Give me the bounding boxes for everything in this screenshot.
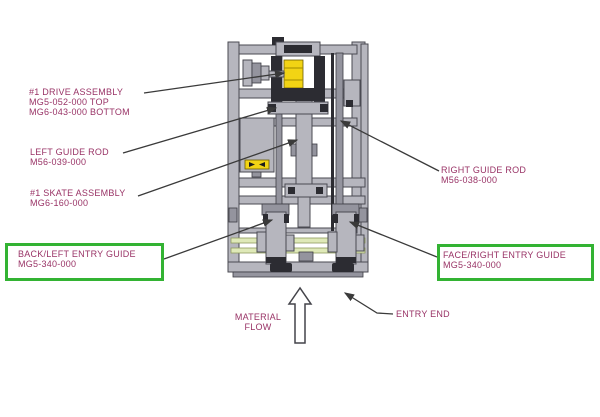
- callout-line: M56-039-000: [30, 157, 87, 167]
- machine-feet: [270, 263, 354, 272]
- callout-back-left-entry-guide: BACK/LEFT ENTRY GUIDE MG5-340-000: [18, 249, 157, 269]
- leader-lines: [122, 70, 440, 315]
- callout-line: MG6-043-000 BOTTOM: [29, 107, 130, 117]
- material-flow-arrow: [287, 286, 313, 344]
- callout-line: MG5-340-000: [18, 259, 77, 269]
- warning-label-mark: [249, 162, 255, 167]
- highlight-box-face-right-entry-guide: FACE/RIGHT ENTRY GUIDE MG5-340-000: [437, 244, 594, 281]
- callout-line: M56-038-000: [441, 175, 498, 185]
- callout-line: MG6-160-000: [30, 198, 89, 208]
- highlight-box-back-left-entry-guide: BACK/LEFT ENTRY GUIDE MG5-340-000: [5, 243, 164, 281]
- leader-left-guide-rod: [122, 106, 278, 154]
- leader-skate-assembly: [137, 139, 299, 197]
- callout-drive-assembly: #1 DRIVE ASSEMBLY MG5-052-000 TOP MG6-04…: [29, 87, 130, 117]
- callout-left-guide-rod: LEFT GUIDE ROD M56-039-000: [30, 147, 109, 167]
- callout-skate-assembly: #1 SKATE ASSEMBLY MG6-160-000: [30, 188, 125, 208]
- skate-assembly-column: [284, 99, 328, 228]
- drive-assembly: [267, 41, 329, 115]
- callout-line: #1 DRIVE ASSEMBLY: [29, 87, 124, 97]
- callout-line: BACK/LEFT ENTRY GUIDE: [18, 249, 136, 259]
- warning-label-mark: [259, 162, 265, 167]
- leader-face-right-entry-guide: [348, 221, 438, 258]
- callout-line: FLOW: [244, 322, 272, 332]
- callout-line: ENTRY END: [396, 309, 450, 319]
- callout-line: FACE/RIGHT ENTRY GUIDE: [443, 250, 567, 260]
- callout-line: LEFT GUIDE ROD: [30, 147, 109, 157]
- leader-right-guide-rod: [339, 120, 440, 172]
- right-side-box: [343, 79, 361, 107]
- leader-drive-assembly: [143, 70, 286, 94]
- entry-guide-rails: [230, 237, 366, 262]
- callout-line: RIGHT GUIDE ROD: [441, 165, 527, 175]
- callout-face-right-entry-guide: FACE/RIGHT ENTRY GUIDE MG5-340-000: [443, 250, 589, 270]
- callout-right-guide-rod: RIGHT GUIDE ROD M56-038-000: [441, 165, 526, 185]
- callout-line: MG5-340-000: [443, 260, 502, 270]
- callout-line: #1 SKATE ASSEMBLY: [30, 188, 126, 198]
- left-panel-box: [239, 117, 275, 178]
- callout-line: MG5-052-000 TOP: [29, 97, 109, 107]
- callout-material-flow: MATERIAL FLOW: [227, 312, 289, 332]
- callout-entry-end: ENTRY END: [396, 309, 450, 319]
- leader-back-left-entry-guide: [163, 219, 274, 260]
- entry-guide-block-left: [256, 203, 295, 265]
- leader-entry-end: [343, 292, 394, 315]
- callout-line: MATERIAL: [234, 312, 282, 322]
